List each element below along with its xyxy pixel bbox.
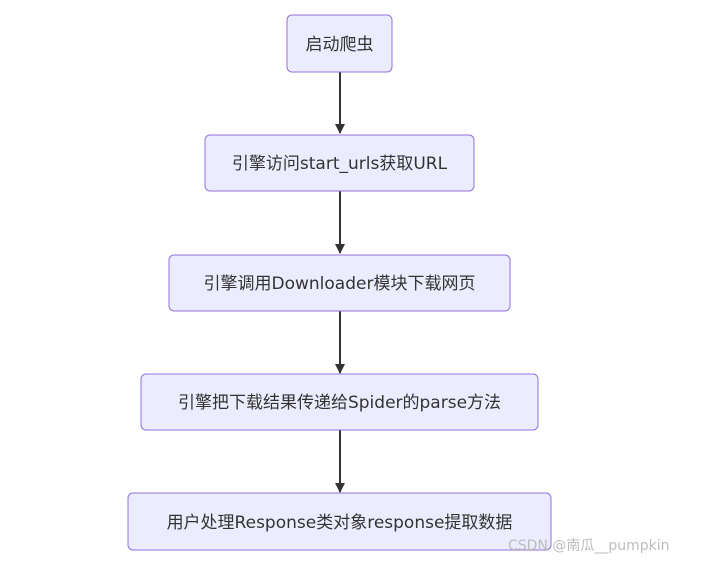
node-engine-visit-start-urls-label: 引擎访问start_urls获取URL xyxy=(232,154,448,174)
node-engine-visit-start-urls-box xyxy=(204,134,475,192)
node-engine-visit-start-urls: 引擎访问start_urls获取URL xyxy=(204,134,475,192)
node-engine-call-downloader: 引擎调用Downloader模块下载网页 xyxy=(168,254,511,312)
node-engine-pass-to-spider-parse-label: 引擎把下载结果传递给Spider的parse方法 xyxy=(178,393,501,413)
node-engine-call-downloader-label: 引擎调用Downloader模块下载网页 xyxy=(204,274,476,294)
node-engine-pass-to-spider-parse: 引擎把下载结果传递给Spider的parse方法 xyxy=(140,373,539,431)
csdn-watermark: CSDN @南瓜__pumpkin xyxy=(508,538,670,554)
node-user-process-response-box xyxy=(127,492,552,551)
node-engine-call-downloader-box xyxy=(168,254,511,312)
node-engine-pass-to-spider-parse-box xyxy=(140,373,539,431)
node-user-process-response-label: 用户处理Response类对象response提取数据 xyxy=(167,513,513,533)
node-start-crawler-box xyxy=(286,14,393,73)
node-start-crawler: 启动爬虫 xyxy=(286,14,393,73)
node-user-process-response: 用户处理Response类对象response提取数据 xyxy=(127,492,552,551)
node-start-crawler-label: 启动爬虫 xyxy=(306,35,374,55)
